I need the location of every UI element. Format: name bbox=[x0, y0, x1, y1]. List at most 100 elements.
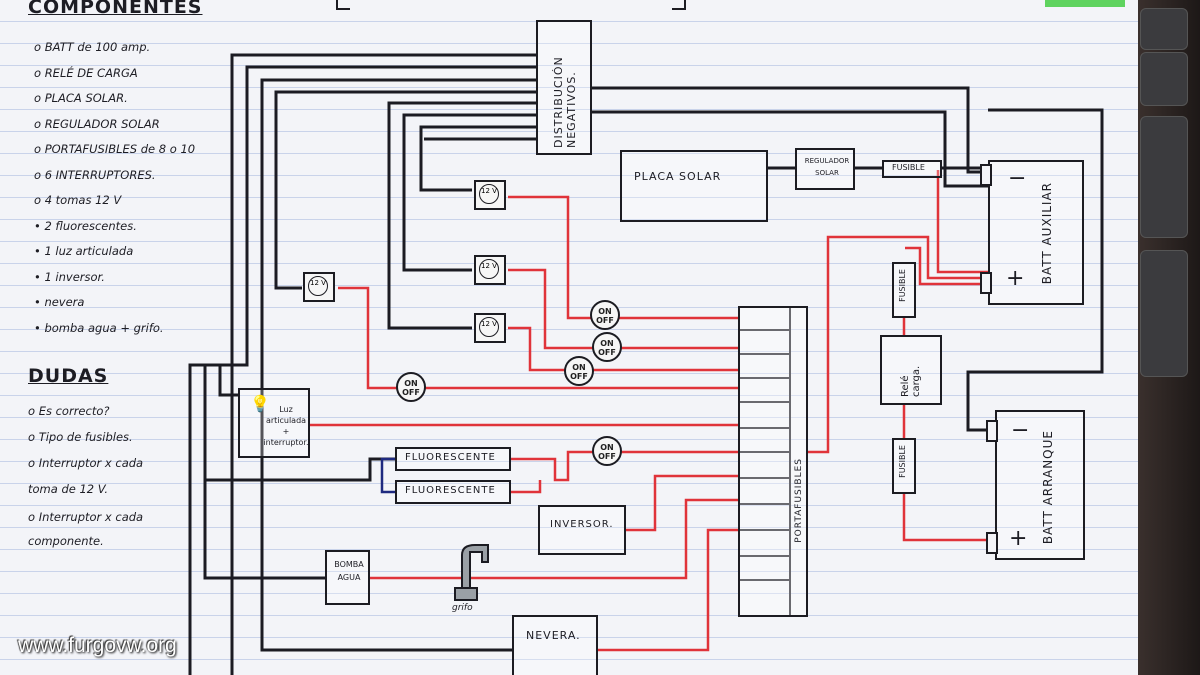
switch-1-off: OFF bbox=[596, 316, 614, 325]
socket-12v-3: 12 V bbox=[474, 313, 506, 343]
inverter-label: INVERSOR. bbox=[550, 519, 614, 530]
component-item: • bomba agua + grifo. bbox=[34, 320, 164, 335]
pos-wire-socket-2 bbox=[508, 268, 740, 350]
solar-fuse-label: FUSIBLE bbox=[892, 163, 925, 172]
neg-wire-aux-batt bbox=[592, 86, 990, 174]
water-pump-block: BOMBA AGUA bbox=[325, 550, 370, 605]
solar-regulator-block: REGULADOR SOLAR bbox=[795, 148, 855, 190]
tap-icon bbox=[454, 544, 489, 601]
relay-fuse-block: FUSIBLE bbox=[892, 262, 916, 318]
aux-batt-positive-terminal bbox=[980, 272, 992, 294]
charging-relay-block: Relé carga. bbox=[880, 335, 942, 405]
pos-wire-fluor-2 bbox=[510, 480, 542, 494]
doubt-item: o Interruptor x cada bbox=[28, 510, 144, 524]
doubt-item: o Interruptor x cada bbox=[28, 456, 144, 470]
neg-wire-start-batt bbox=[966, 108, 1104, 432]
solar-fuse-block: FUSIBLE bbox=[882, 160, 942, 178]
doubt-item: o Es correcto? bbox=[28, 404, 110, 418]
pos-wire-socket-4 bbox=[338, 286, 740, 390]
switch-3-off: OFF bbox=[570, 372, 588, 381]
neg-wire-solar bbox=[592, 110, 990, 188]
fridge-block: NEVERA. bbox=[512, 615, 598, 675]
switch-1-on: ON bbox=[598, 307, 612, 316]
switch-5-on: ON bbox=[600, 443, 614, 452]
pump-label: BOMBA AGUA bbox=[334, 560, 364, 582]
socket-12v-2-label: 12 V bbox=[479, 259, 499, 279]
neg-wire-outer bbox=[188, 65, 536, 675]
link-wires bbox=[380, 457, 395, 494]
fluorescent-1-label: FLUORESCENTE bbox=[405, 452, 496, 463]
component-item: • 1 luz articulada bbox=[34, 244, 134, 258]
negative-distribution-block: DISTRIBUCIÓN NEGATIVOS. bbox=[536, 20, 592, 155]
neg-wire-socket-4 bbox=[274, 90, 536, 290]
socket-12v-4-label: 12 V bbox=[308, 276, 328, 296]
component-item: o 6 INTERRUPTORES. bbox=[34, 167, 156, 182]
aux-batt-negative-terminal bbox=[980, 164, 992, 186]
doubt-item: componente. bbox=[28, 534, 104, 548]
start-batt-minus: − bbox=[1011, 418, 1030, 443]
fuse-box-slots bbox=[740, 308, 791, 615]
switch-5-off: OFF bbox=[598, 452, 616, 461]
component-item: • 2 fluorescentes. bbox=[34, 218, 137, 233]
doubts-title: DUDAS bbox=[28, 365, 109, 387]
solar-panel-label: PLACA SOLAR bbox=[634, 170, 722, 183]
pos-wire-inverter bbox=[626, 474, 740, 532]
laptop-key-3 bbox=[1140, 116, 1188, 238]
switch-4-on: ON bbox=[404, 379, 418, 388]
starter-battery-block: − + BATT ARRANQUE bbox=[995, 410, 1085, 560]
laptop-key-4 bbox=[1140, 250, 1188, 377]
doubt-item: toma de 12 V. bbox=[28, 482, 108, 496]
pos-wire-start-batt bbox=[902, 492, 995, 542]
component-item: o REGULADOR SOLAR bbox=[34, 116, 160, 131]
component-item: • 1 inversor. bbox=[34, 269, 105, 284]
laptop-key-2 bbox=[1140, 52, 1188, 106]
neg-wire-socket-3 bbox=[387, 101, 536, 330]
laptop-key-1 bbox=[1140, 8, 1188, 50]
lightbulb-icon: 💡 bbox=[250, 394, 270, 413]
component-item: o PLACA SOLAR. bbox=[34, 91, 128, 105]
start-batt-fuse-block: FUSIBLE bbox=[892, 438, 916, 494]
fluorescent-1-block: FLUORESCENTE bbox=[395, 447, 511, 471]
articulated-light-block: 💡 Luz articulada + interruptor. bbox=[238, 388, 310, 458]
neg-wire-pump bbox=[203, 480, 326, 580]
component-item: o BATT de 100 amp. bbox=[34, 40, 151, 54]
switch-2-on: ON bbox=[600, 339, 614, 348]
start-batt-plus: + bbox=[1009, 526, 1028, 551]
auxiliary-battery-block: − + BATT AUXILIAR bbox=[988, 160, 1084, 305]
positive-wires bbox=[310, 170, 995, 652]
pos-wire-pump bbox=[370, 498, 740, 580]
component-item: o PORTAFUSIBLES de 8 o 10 bbox=[34, 142, 196, 156]
doubt-item: o Tipo de fusibles. bbox=[28, 430, 133, 444]
start-batt-negative-terminal bbox=[986, 420, 998, 442]
aux-batt-minus: − bbox=[1008, 166, 1027, 191]
neg-wire-socket-1 bbox=[419, 125, 536, 192]
socket-12v-2: 12 V bbox=[474, 255, 506, 285]
neg-wire-fridge-return bbox=[260, 78, 536, 652]
negative-wires bbox=[188, 53, 1104, 675]
socket-12v-1: 12 V bbox=[474, 180, 506, 210]
component-item: o RELÉ DE CARGA bbox=[34, 65, 138, 80]
fluorescent-2-label: FLUORESCENTE bbox=[405, 485, 496, 496]
socket-12v-3-label: 12 V bbox=[479, 317, 499, 337]
component-item: • nevera bbox=[34, 295, 85, 309]
fuse-box-label: PORTAFUSIBLES bbox=[794, 458, 804, 543]
aux-batt-plus: + bbox=[1006, 266, 1025, 291]
pos-wire-relay-aux bbox=[905, 246, 990, 286]
watermark-text: www.furgovw.org bbox=[18, 634, 177, 657]
pos-wire-fridge bbox=[598, 528, 740, 652]
inverter-block: INVERSOR. bbox=[538, 505, 626, 555]
start-batt-label: BATT ARRANQUE bbox=[1041, 430, 1055, 545]
top-indicator-bar bbox=[1045, 0, 1125, 7]
wiring-diagram bbox=[188, 53, 1104, 675]
distribution-label: DISTRIBUCIÓN NEGATIVOS. bbox=[552, 56, 578, 148]
relay-label: Relé carga. bbox=[900, 365, 922, 397]
regulator-label: REGULADOR SOLAR bbox=[804, 157, 850, 177]
socket-12v-4: 12 V bbox=[303, 272, 335, 302]
graph-paper-sheet: COMPONENTES o BATT de 100 amp.o RELÉ DE … bbox=[0, 0, 1138, 675]
neg-wire-socket-2 bbox=[402, 113, 536, 272]
